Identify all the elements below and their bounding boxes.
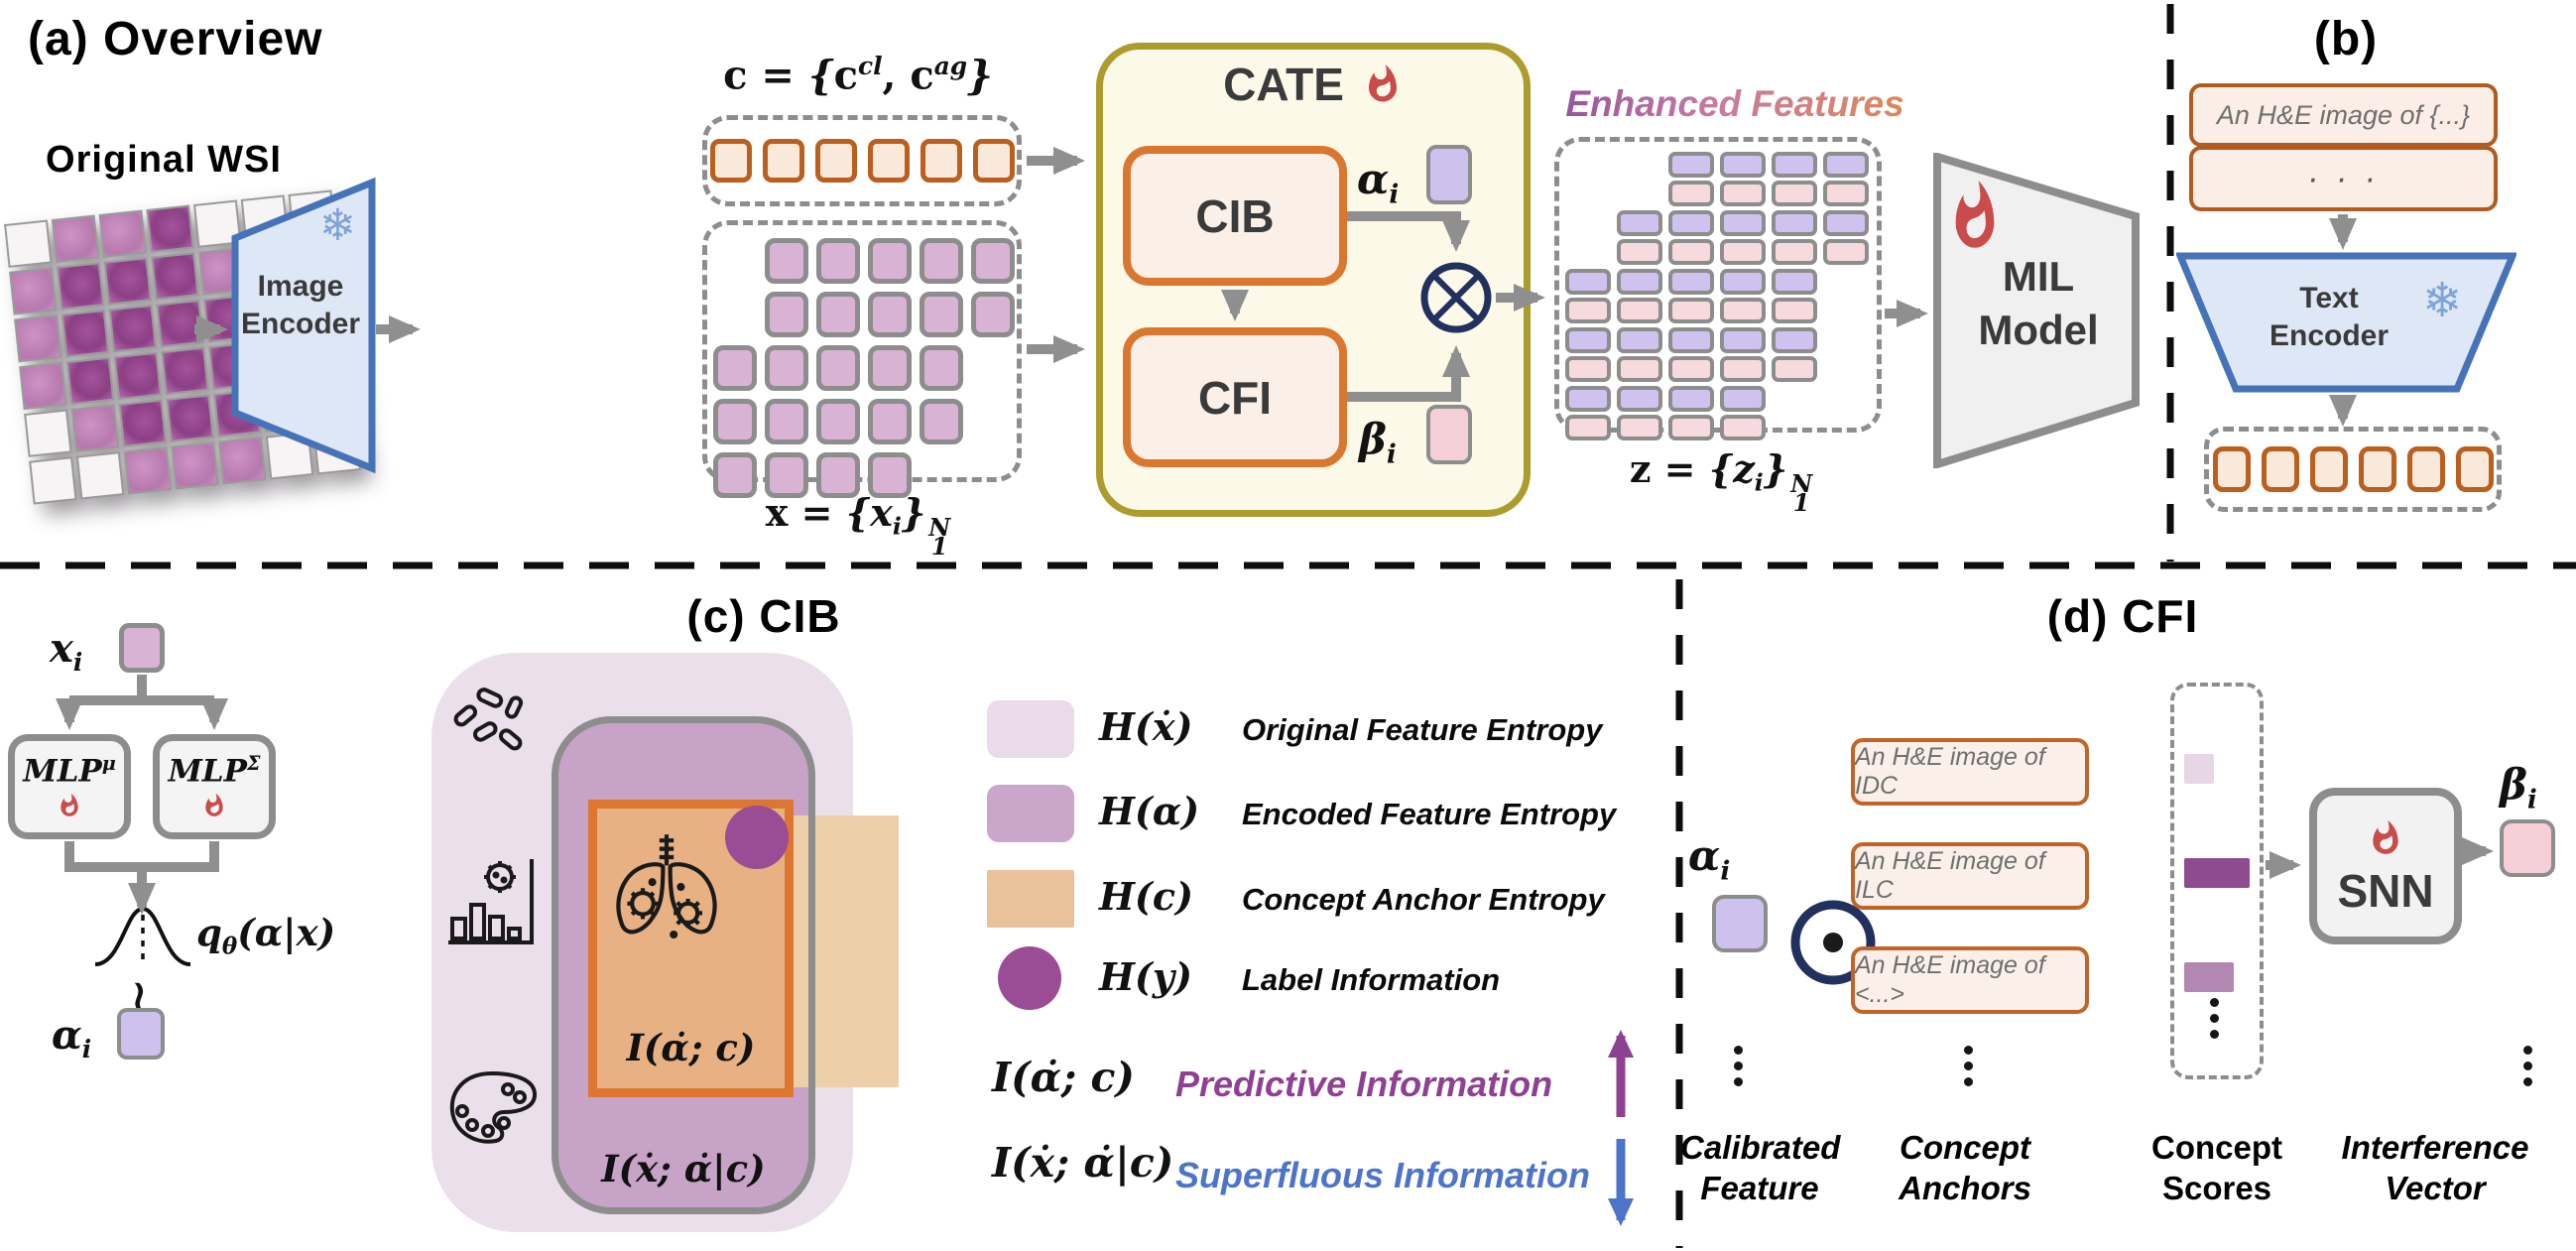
panel-a-title: (a) Overview — [28, 13, 323, 65]
panel-b-title: (b) — [2313, 13, 2379, 65]
beta-token — [1426, 405, 1472, 464]
palette-icon — [449, 1070, 537, 1144]
beta-i-label: βi — [2500, 760, 2537, 815]
concept-scores-box — [2170, 683, 2264, 1079]
vertical-ellipsis-icon — [2523, 1046, 2532, 1086]
text-prompt-box: An H&E image of {...} — [2189, 83, 2498, 147]
lung-icon — [616, 834, 717, 939]
venn-superfluous-label: I(ẋ; α̇|c) — [601, 1147, 766, 1190]
legend-label: Encoded Feature Entropy — [1242, 797, 1617, 831]
legend-formula: H(α) — [1099, 789, 1200, 833]
panel-c-title: (c) CIB — [686, 590, 841, 642]
legend-swatch-label-circle — [998, 946, 1061, 1010]
legend-swatch-encoded — [987, 785, 1074, 842]
concept-anchor-box: An H&E image of <...> — [1851, 946, 2089, 1014]
legend-label: Label Information — [1242, 962, 1501, 997]
enhanced-feature-grid — [1559, 142, 1877, 440]
superfluous-formula: I(ẋ; α̇|c) — [992, 1139, 1174, 1187]
alpha-i-label: αi — [52, 1012, 92, 1063]
concept-anchors-label: Concept Anchors — [1899, 1129, 2031, 1207]
legend-swatch-concept — [987, 870, 1074, 928]
legend-formula: H(y) — [1099, 954, 1192, 999]
x-i-label: xi — [50, 625, 83, 677]
posterior-formula: qθ(α|x) — [196, 911, 336, 960]
legend-formula: H(c) — [1099, 874, 1193, 919]
legend-label: Original Feature Entropy — [1242, 712, 1603, 747]
interference-vector-token — [2500, 819, 2555, 877]
concept-tokens-box — [702, 115, 1022, 206]
alpha-i-token — [117, 1008, 165, 1060]
snowflake-icon: ❄ — [319, 201, 356, 250]
alpha-i-label: αi — [1357, 155, 1400, 210]
bacteria-icon — [453, 688, 524, 751]
patch-feature-grid — [707, 225, 1017, 498]
legend-swatch-original — [987, 700, 1074, 758]
panel-d-title: (d) CFI — [2046, 590, 2199, 642]
snn-block: SNN — [2309, 788, 2462, 944]
concept-set-formula: c = {ccl, cag} — [723, 52, 993, 99]
chart-virus-icon — [448, 859, 534, 944]
alpha-token — [1426, 145, 1472, 204]
beta-i-label: βi — [1359, 415, 1397, 470]
venn-overlap-label: I(α̇; c) — [626, 1026, 756, 1069]
patch-features-box — [702, 220, 1022, 498]
concept-anchor-box: An H&E image of ILC — [1851, 842, 2089, 910]
calibrated-feature-token — [1712, 895, 1768, 952]
cate-title: CATE — [1223, 59, 1344, 110]
mlp-mu-block: MLPμ — [8, 734, 131, 839]
legend-label: Concept Anchor Entropy — [1242, 882, 1605, 917]
cib-block: CIB — [1123, 146, 1347, 286]
venn-label-information-circle — [725, 806, 789, 869]
text-embedding-row — [2209, 432, 2497, 507]
legend-formula: H(ẋ) — [1099, 704, 1193, 749]
fire-icon — [2367, 814, 2404, 862]
text-encoder-shape — [2176, 252, 2516, 393]
mlp-sigma-block: MLPΣ — [153, 734, 276, 839]
text-prompt-ellipsis-box: · · · — [2189, 146, 2498, 211]
text-embedding-box — [2204, 427, 2502, 512]
snn-label: SNN — [2337, 865, 2434, 917]
concept-anchor-box: An H&E image of IDC — [1851, 738, 2089, 806]
interference-vector-label: Interference Vector — [2341, 1129, 2529, 1207]
image-encoder-shape — [231, 177, 376, 474]
superfluous-info-label: Superfluous Information — [1175, 1155, 1590, 1195]
alpha-i-label: αi — [1688, 831, 1731, 887]
enhanced-features-box — [1554, 137, 1882, 440]
fire-icon — [1362, 58, 1404, 111]
venn-border-overlap-line — [808, 815, 815, 1087]
cfi-block: CFI — [1123, 327, 1347, 467]
multiply-operator-icon — [1420, 262, 1492, 333]
cate-header: CATE — [1096, 58, 1531, 111]
vertical-ellipsis-icon — [1964, 1046, 1973, 1086]
concept-token-row — [707, 120, 1017, 201]
concept-scores-label: Concept Scores — [2151, 1129, 2282, 1207]
concept-score-bars — [2174, 687, 2260, 992]
wsi-label: Original WSI — [46, 139, 282, 181]
fire-icon — [201, 790, 227, 821]
calibrated-feature-label: Calibrated Feature — [1680, 1129, 1841, 1207]
fire-icon — [57, 790, 82, 821]
predictive-info-label: Predictive Information — [1175, 1063, 1553, 1104]
snowflake-icon: ❄ — [2422, 275, 2463, 327]
predictive-formula: I(α̇; c) — [992, 1054, 1135, 1101]
enhanced-features-label: Enhanced Features — [1533, 83, 1937, 125]
vertical-ellipsis-icon — [1734, 1046, 1743, 1086]
vertical-ellipsis-icon — [2210, 998, 2219, 1039]
gaussian-curve-icon — [94, 906, 191, 966]
x-i-token — [119, 623, 165, 673]
fire-icon — [1946, 179, 2004, 254]
